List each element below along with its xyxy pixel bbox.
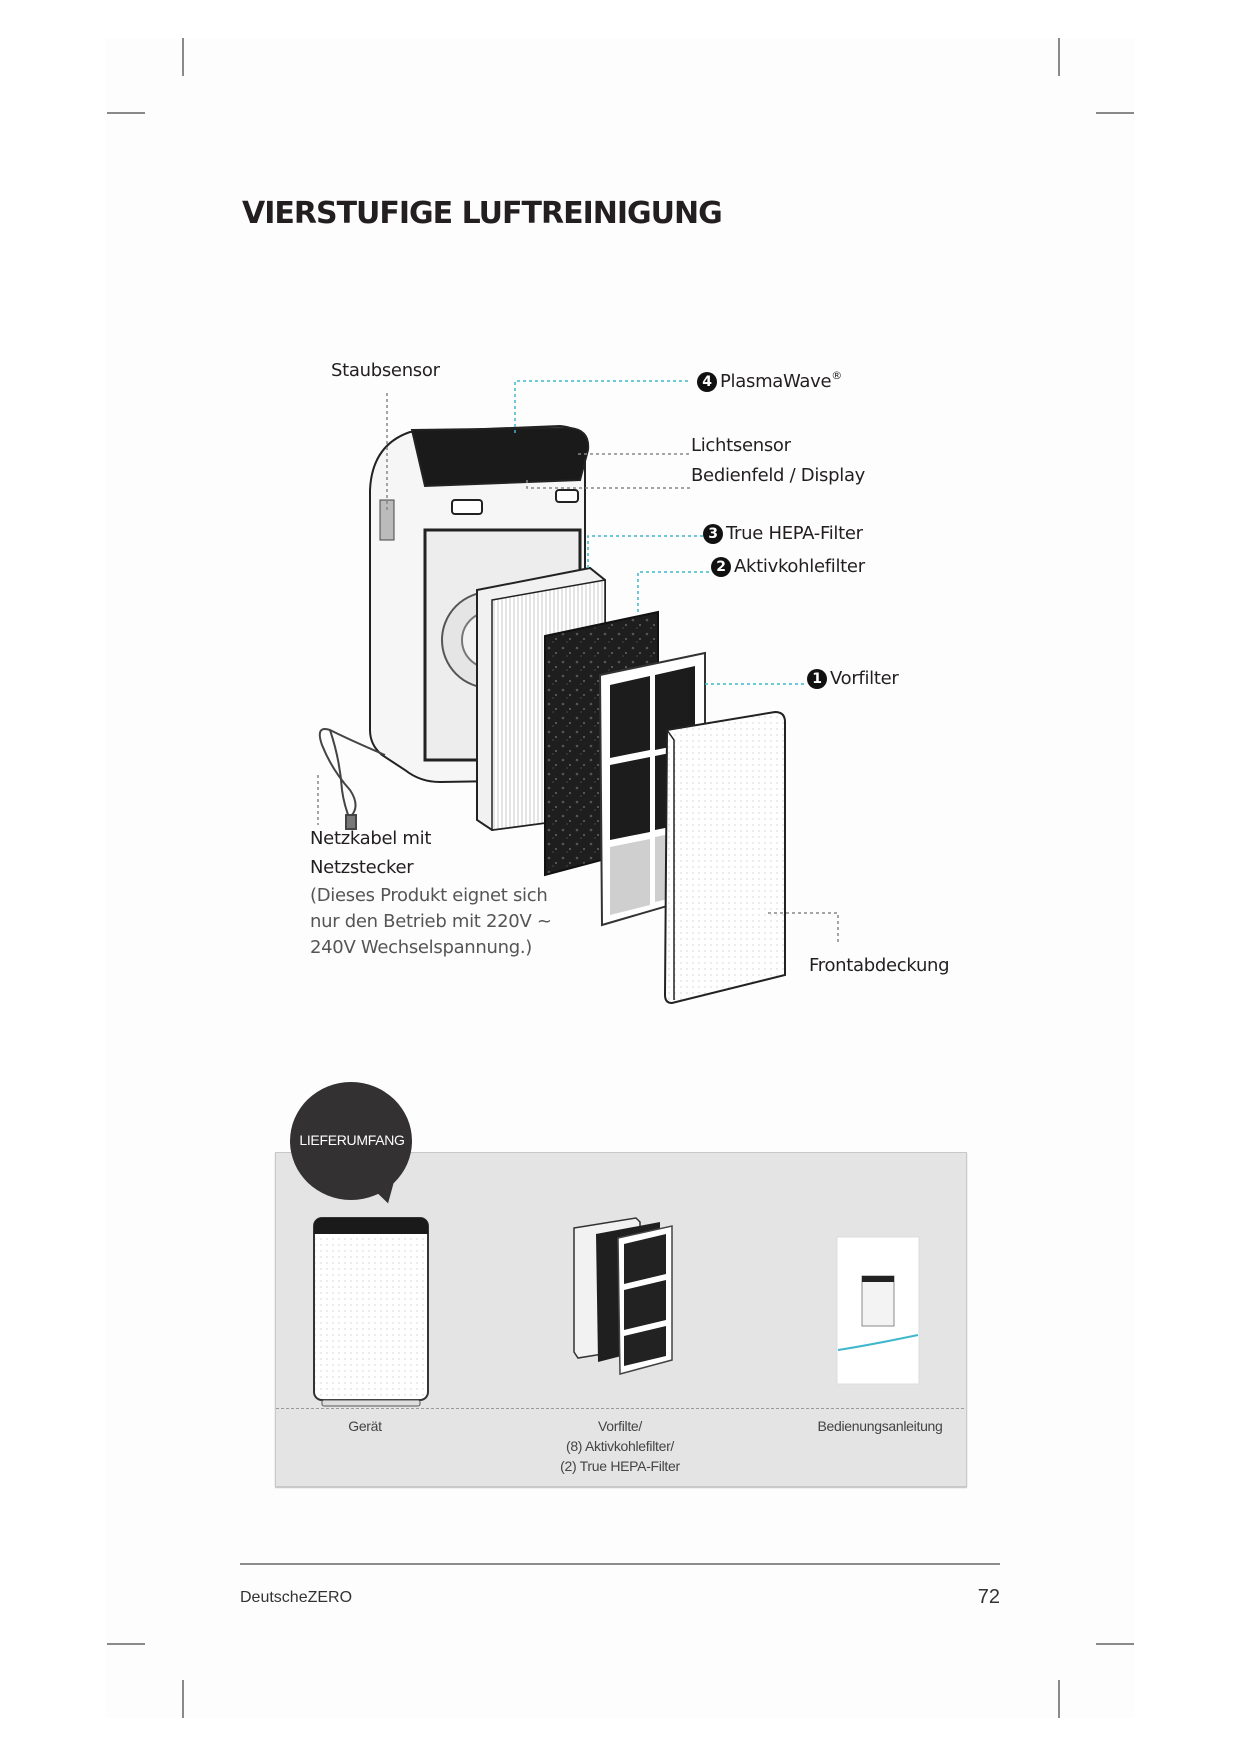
caption-line: (2) True HEPA-Filter xyxy=(560,1458,680,1474)
item-caption-device: Gerät xyxy=(305,1416,425,1436)
label-power-cable-1: Netzkabel mit xyxy=(310,828,432,849)
caption-line: Gerät xyxy=(348,1418,382,1434)
leader-lines xyxy=(317,380,839,945)
label-hepa-text: True HEPA-Filter xyxy=(726,523,863,544)
power-note-line-1: (Dieses Produkt eignet sich xyxy=(310,885,548,906)
caption-line: (8) Aktivkohlefilter/ xyxy=(565,1438,675,1454)
label-light-sensor: Lichtsensor xyxy=(691,435,791,456)
label-carbon-text: Aktivkohlefilter xyxy=(734,556,865,577)
label-plasmawave-text: PlasmaWave xyxy=(720,371,832,392)
caption-divider xyxy=(276,1408,964,1409)
label-prefilter-text: Vorfilter xyxy=(830,668,899,689)
speech-bubble xyxy=(290,1082,412,1200)
page-number: 72 xyxy=(977,1586,1000,1608)
crop-mark xyxy=(1058,38,1060,76)
label-front-cover: Frontabdeckung xyxy=(809,955,950,976)
footer-rule xyxy=(240,1563,1000,1565)
page-title: VIERSTUFIGE LUFTREINIGUNG xyxy=(242,196,723,231)
caption-line: Vorfilte/ xyxy=(598,1418,642,1434)
label-control-panel: Bedienfeld / Display xyxy=(691,465,866,486)
caption-line: Bedienungsanleitung xyxy=(817,1418,943,1434)
crop-mark xyxy=(1058,1680,1060,1718)
registered-mark: ® xyxy=(831,369,842,382)
step-number-1: 1 xyxy=(807,669,827,689)
crop-mark xyxy=(1096,112,1134,114)
front-cover-drawing xyxy=(663,710,786,1005)
item-caption-filters: Vorfilte/ (8) Aktivkohlefilter/ (2) True… xyxy=(530,1416,710,1476)
crop-mark xyxy=(182,38,184,76)
crop-mark xyxy=(182,1680,184,1718)
crop-mark xyxy=(107,112,145,114)
crop-mark xyxy=(107,1643,145,1645)
step-number-4: 4 xyxy=(697,372,717,392)
crop-mark xyxy=(1096,1643,1134,1645)
power-note-line-2: nur den Betrieb mit 220V ~ xyxy=(310,911,552,932)
item-caption-manual: Bedienungsanleitung xyxy=(795,1416,965,1436)
diagram-illustration xyxy=(317,380,839,1005)
label-dust-sensor: Staubsensor xyxy=(331,360,440,381)
step-number-3: 3 xyxy=(703,524,723,544)
package-contents-badge: LIEFERUMFANG xyxy=(299,1132,405,1148)
power-cable-drawing xyxy=(318,728,386,830)
label-power-cable-2: Netzstecker xyxy=(310,857,414,878)
step-number-2: 2 xyxy=(711,557,731,577)
power-note-line-3: 240V Wechselspannung.) xyxy=(310,937,533,958)
footer-brand: DeutscheZERO xyxy=(240,1589,353,1606)
